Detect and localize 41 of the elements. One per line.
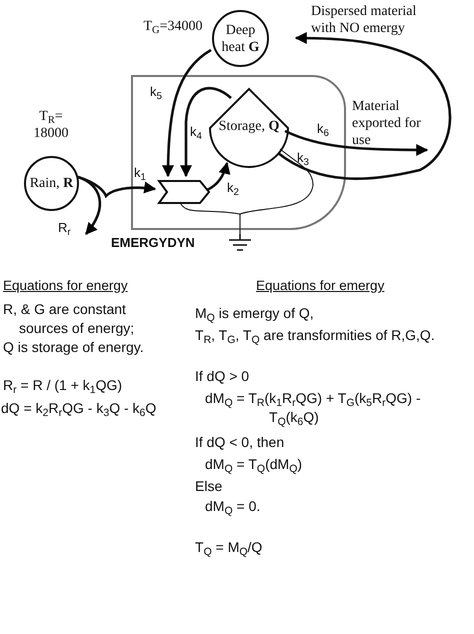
node-label: Deep heat G (220, 22, 260, 56)
section-heading: Equations for emergy (256, 277, 386, 295)
equation-text: dM$_{Q}$ = T$_{R}$(k$_{1}$R$_{r}$QG) + T$_{G}$(k$_{5}$R$_{r}$QG) - T$_{Q}$(k$_{6}$Q) (205, 389, 422, 427)
equation-text: Q is storage of energy. (3, 338, 145, 357)
system-title: EMERGYDYN (111, 234, 195, 251)
equation-text: dM$_{Q}$ = T$_{Q}$(dM$_{Q}$) (205, 455, 304, 474)
arrow (162, 48, 212, 178)
arrow (78, 176, 102, 235)
transformity-label: T$_{G}$=34000 (142, 18, 204, 35)
arrow (284, 130, 428, 156)
equation-text: T$_{Q}$ = M$_{Q}$/Q (195, 538, 264, 557)
equation-text: dQ = k$_{2}$R$_{r}$QG - k$_{3}$Q - k$_{6}$Q (1, 399, 158, 418)
connector-line (240, 148, 314, 234)
section-heading: Equations for energy (3, 277, 129, 295)
edge-label: R$_{r}$ (58, 220, 71, 236)
edge-label: k$_{5}$ (150, 84, 162, 100)
equation-text: T$_{R}$, T$_{G}$, T$_{Q}$ are transformities of R,G,Q. (195, 326, 436, 345)
edge-label: k$_{4}$ (190, 124, 202, 140)
flow-label: Dispersed material with NO emergy (311, 3, 433, 39)
edge-label: k$_{3}$ (297, 150, 309, 166)
storage-tank (209, 88, 289, 168)
equation-text: R$_{r}$ = R / (1 + k$_{1}$QG) (3, 376, 124, 395)
equation-text: If dQ < 0, then (195, 433, 286, 452)
transformity-label: T$_{R}$= 18000 (32, 108, 70, 142)
arrow (180, 86, 232, 178)
interaction-symbol (158, 180, 210, 204)
equation-text: Else (195, 477, 224, 496)
node-label: Rain, R (28, 175, 74, 192)
equation-text: M$_{Q}$ is emergy of Q, (195, 304, 315, 323)
arrow (206, 162, 230, 192)
edge-label: k$_{6}$ (317, 121, 329, 137)
equation-text: dM$_{Q}$ = 0. (205, 497, 262, 516)
equation-text: If dQ > 0 (195, 367, 250, 386)
edge-label: k$_{1}$ (134, 165, 146, 181)
equation-text: R, & G are constant sources of energy; (3, 300, 136, 338)
heat-sink-symbol (229, 234, 251, 254)
edge-label: k$_{2}$ (227, 180, 239, 196)
node-label: Storage, Q (218, 118, 280, 135)
flow-label: Material exported for use (352, 98, 434, 150)
arrow (78, 176, 156, 198)
arrow (277, 32, 452, 180)
